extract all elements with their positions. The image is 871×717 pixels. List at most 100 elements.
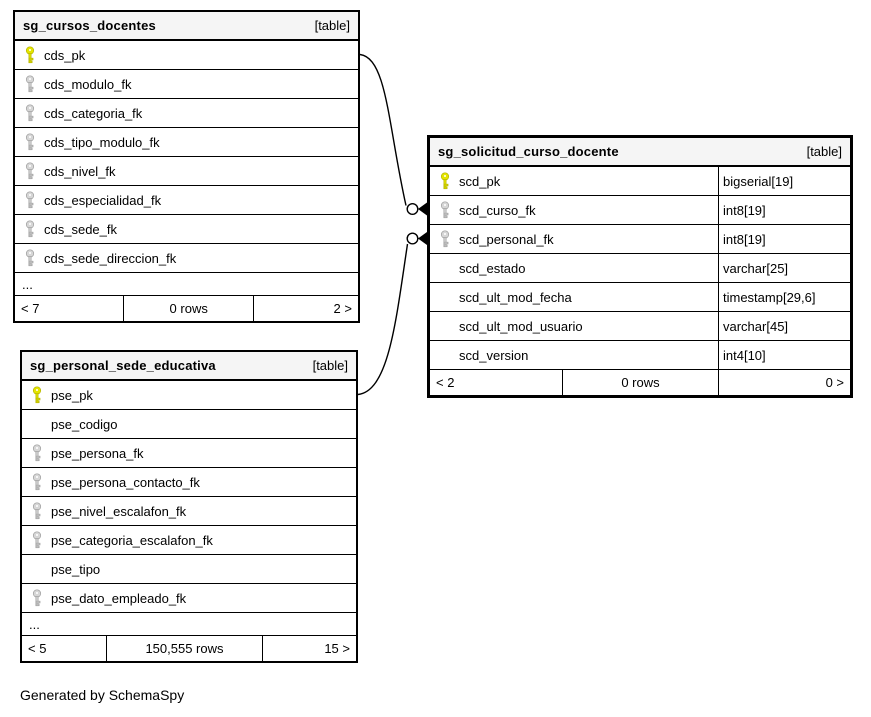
column-row: scd_pk bigserial[19] [430,166,850,195]
foreign-key-icon [25,220,35,238]
column-row: cds_nivel_fk [15,156,358,185]
column-row: pse_dato_empleado_fk [22,583,356,612]
column-name: scd_estado [459,260,526,276]
table-header: sg_solicitud_curso_docente [table] [430,138,850,166]
child-relations-count: 15 > [262,636,356,661]
table-type-tag: [table] [312,358,348,373]
foreign-key-icon [32,444,42,462]
column-name: scd_curso_fk [459,202,536,218]
fk-endpoint-circle [406,202,419,215]
child-relations-count: 2 > [253,296,358,321]
column-row: scd_version int4[10] [430,340,850,369]
column-row: pse_pk [22,380,356,409]
column-name: scd_ult_mod_fecha [459,289,572,305]
table-type-tag: [table] [314,18,350,33]
generator-caption: Generated by SchemaSpy [20,687,185,703]
column-type: int8[19] [723,231,766,247]
column-name: cds_nivel_fk [44,163,116,179]
column-name: cds_modulo_fk [44,76,132,92]
column-name: scd_pk [459,173,501,189]
fk-endpoint-arrow [418,202,427,216]
column-name: pse_persona_fk [51,445,144,461]
column-row: cds_tipo_modulo_fk [15,127,358,156]
foreign-key-icon [25,133,35,151]
column-type: varchar[45] [723,318,789,334]
hidden-columns-ellipsis: ... [22,612,356,635]
entity-table-sg-cursos-docentes: sg_cursos_docentes [table] cds_pk cds_mo… [13,10,360,323]
parent-relations-count: < 5 [28,641,47,656]
foreign-key-icon [440,230,450,248]
foreign-key-icon [32,473,42,491]
column-row: pse_categoria_escalafon_fk [22,525,356,554]
foreign-key-icon [440,201,450,219]
table-stats-row: < 7 0 rows 2 > [15,295,358,321]
column-row: pse_nivel_escalafon_fk [22,496,356,525]
column-row: scd_personal_fk int8[19] [430,224,850,253]
table-name[interactable]: sg_cursos_docentes [23,18,156,33]
column-name: scd_ult_mod_usuario [459,318,583,334]
column-name: cds_sede_direccion_fk [44,250,177,266]
column-row: pse_codigo [22,409,356,438]
column-type: varchar[25] [723,260,789,276]
column-name: scd_version [459,347,529,363]
table-name[interactable]: sg_solicitud_curso_docente [438,144,619,159]
column-name: pse_categoria_escalafon_fk [51,532,213,548]
column-row: scd_ult_mod_usuario varchar[45] [430,311,850,340]
parent-relations-count: < 7 [21,301,40,316]
row-count: 0 rows [123,296,253,321]
primary-key-icon [440,172,450,190]
foreign-key-icon [25,191,35,209]
column-row: pse_persona_contacto_fk [22,467,356,496]
column-row: pse_persona_fk [22,438,356,467]
foreign-key-icon [32,531,42,549]
column-row: cds_sede_fk [15,214,358,243]
column-name: pse_persona_contacto_fk [51,474,200,490]
column-type: int8[19] [723,202,766,218]
column-row: cds_pk [15,40,358,69]
table-type-tag: [table] [806,144,842,159]
table-header: sg_cursos_docentes [table] [15,12,358,40]
column-row: scd_ult_mod_fecha timestamp[29,6] [430,282,850,311]
column-type: int4[10] [723,347,766,363]
foreign-key-icon [25,249,35,267]
column-name: pse_dato_empleado_fk [51,590,187,606]
column-name: cds_pk [44,47,86,63]
row-count: 0 rows [562,370,718,395]
column-name: pse_pk [51,387,93,403]
fk-endpoint-arrow [418,232,427,245]
table-stats-row: < 2 0 rows 0 > [430,369,850,395]
parent-relations-count: < 2 [436,375,455,390]
column-type: timestamp[29,6] [723,289,816,305]
column-row: cds_sede_direccion_fk [15,243,358,272]
entity-table-sg-solicitud-curso-docente: sg_solicitud_curso_docente [table] scd_p… [427,135,853,398]
column-name: pse_nivel_escalafon_fk [51,503,187,519]
column-row: scd_curso_fk int8[19] [430,195,850,224]
column-row: cds_categoria_fk [15,98,358,127]
table-name[interactable]: sg_personal_sede_educativa [30,358,216,373]
column-name: cds_categoria_fk [44,105,143,121]
column-row: cds_modulo_fk [15,69,358,98]
primary-key-icon [25,46,35,64]
foreign-key-icon [32,589,42,607]
column-name: pse_codigo [51,416,118,432]
column-type: bigserial[19] [723,173,794,189]
row-count: 150,555 rows [105,636,263,661]
foreign-key-icon [25,75,35,93]
table-stats-row: < 5 150,555 rows 15 > [22,635,356,661]
child-relations-count: 0 > [718,370,850,395]
entity-table-sg-personal-sede-educativa: sg_personal_sede_educativa [table] pse_p… [20,350,358,663]
column-row: pse_tipo [22,554,356,583]
column-name: cds_tipo_modulo_fk [44,134,160,150]
foreign-key-icon [32,502,42,520]
fk-endpoint-circle [406,232,419,245]
hidden-columns-ellipsis: ... [15,272,358,295]
column-name: scd_personal_fk [459,231,554,247]
column-name: cds_sede_fk [44,221,117,237]
relationship-line-cds-pk-to-scd-curso-fk [359,53,407,206]
column-name: pse_tipo [51,561,101,577]
column-name: cds_especialidad_fk [44,192,162,208]
foreign-key-icon [25,162,35,180]
foreign-key-icon [25,104,35,122]
table-header: sg_personal_sede_educativa [table] [22,352,356,380]
